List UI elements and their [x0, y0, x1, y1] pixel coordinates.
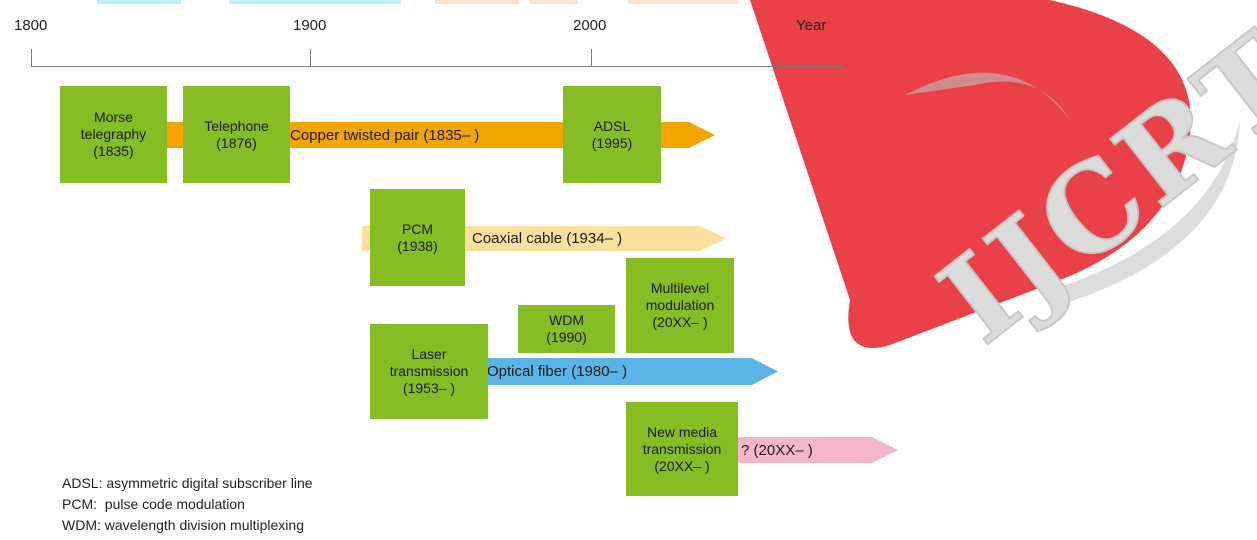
tick-1800	[31, 49, 32, 66]
top-strip-cyan-2	[229, 0, 401, 4]
adsl-box: ADSL (1995)	[563, 86, 661, 183]
axis-unit-label: Year	[796, 17, 827, 34]
wdm-box: WDM (1990)	[518, 305, 615, 353]
top-strip-peach-1	[435, 0, 519, 4]
top-strip-cyan-1	[97, 0, 181, 4]
legend-adsl: ADSL: asymmetric digital subscriber line	[62, 475, 313, 491]
watermark-red-triangle	[750, 0, 1191, 348]
optical-fiber-arrow: Optical fiber (1980– )	[475, 358, 778, 385]
coaxial-cable-label: Coaxial cable (1934– )	[472, 230, 623, 247]
legend-pcm: PCM: pulse code modulation	[62, 496, 245, 512]
year-axis-line	[31, 66, 843, 67]
laser-transmission-box: Laser transmission (1953– )	[370, 324, 488, 419]
optical-fiber-label: Optical fiber (1980– )	[487, 363, 628, 380]
top-strip-peach-2	[530, 0, 578, 4]
tick-label-2000: 2000	[573, 17, 607, 34]
new-media-transmission-box: New media transmission (20XX– )	[626, 402, 738, 496]
legend-wdm: WDM: wavelength division multiplexing	[62, 517, 304, 533]
tick-label-1900: 1900	[293, 17, 327, 34]
watermark-grey-swoosh	[905, 72, 1070, 120]
copper-twisted-pair-label: Copper twisted pair (1835– )	[290, 126, 480, 144]
unknown-media-arrow: ? (20XX– )	[733, 437, 898, 463]
tick-2000	[591, 49, 592, 66]
pcm-box: PCM (1938)	[370, 189, 465, 286]
morse-telegraphy-box: Morse telegraphy (1835)	[60, 86, 167, 183]
unknown-media-label: ? (20XX– )	[741, 441, 813, 459]
multilevel-modulation-box: Multilevel modulation (20XX– )	[626, 258, 734, 353]
watermark-grey-arc	[1050, 120, 1240, 305]
tick-label-1800: 1800	[14, 17, 48, 34]
top-strip-peach-3	[628, 0, 738, 4]
tick-1900	[310, 49, 311, 66]
telephone-box: Telephone (1876)	[183, 86, 290, 183]
